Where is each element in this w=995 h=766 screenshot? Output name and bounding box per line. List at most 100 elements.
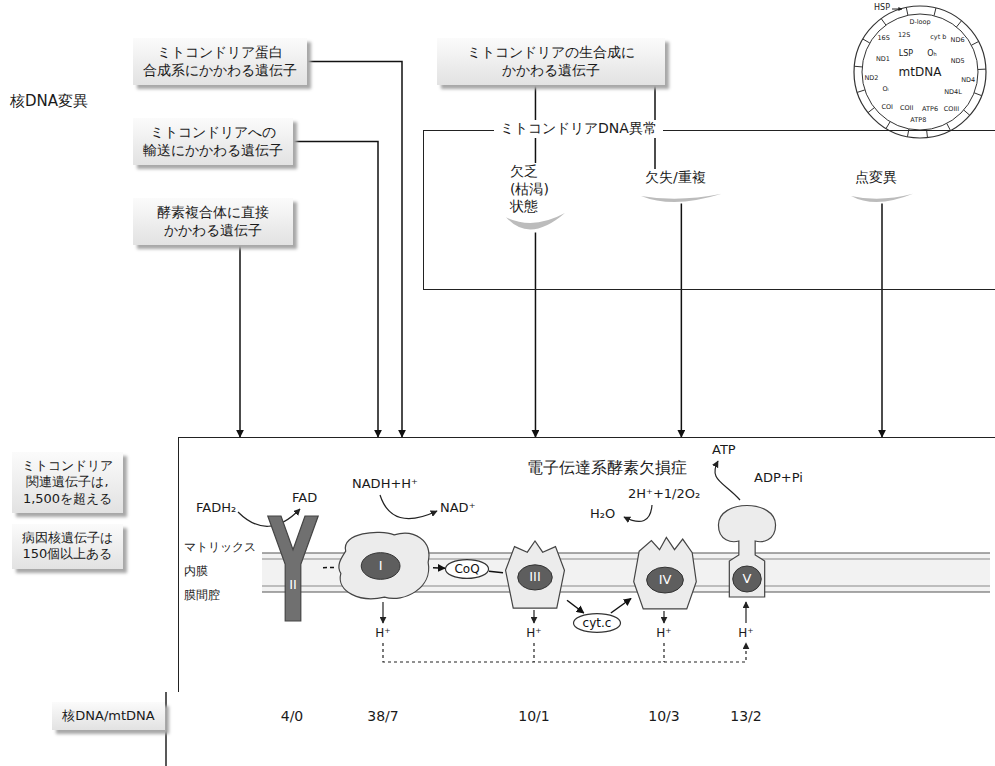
abnormality-type: 欠失/重複 [641, 169, 722, 204]
gene-label: ND5 [951, 58, 965, 66]
gene-label: Oₗ [882, 86, 888, 94]
molecule-label: NADH+H⁺ [352, 476, 418, 492]
proton-label: H⁺ [738, 626, 753, 640]
complex-label: III [529, 569, 541, 585]
complex-label: CoQ [454, 562, 479, 577]
proton-arrow [382, 602, 383, 623]
axis-label-box: 核DNA/mtDNA [52, 702, 165, 730]
proton-arrow [745, 602, 746, 623]
gene-count: 38/7 [367, 708, 398, 725]
complex-label: II [289, 577, 297, 593]
enzyme-complex: IV [631, 536, 699, 612]
complex-outline [336, 529, 433, 603]
membrane-region-label: マトリックス [184, 540, 256, 554]
mtdna-ring [862, 14, 978, 130]
abnormality-type: 点変異 [851, 169, 913, 204]
connector [433, 567, 445, 569]
gene-label: ND4 [961, 77, 975, 85]
swoosh-stroke [851, 194, 913, 202]
box-text: 病因核遺伝子は 150個以上ある [22, 530, 113, 563]
gene-label: ATP6 [922, 106, 938, 114]
box-text: ミトコンドリア蛋白 合成系にかかわる遺伝子 [143, 44, 297, 79]
proton-label: H⁺ [375, 626, 390, 640]
promoter-label: HSP [874, 3, 890, 13]
gene-boundary [957, 21, 962, 27]
proton-return [383, 643, 746, 662]
gene-boundaries [854, 7, 986, 137]
molecule-label: 2H⁺+1/2O₂ [628, 486, 700, 502]
box-text: 酵素複合体に直接 かかわる遺伝子 [157, 204, 269, 239]
enzyme-complex: V [713, 501, 781, 601]
molecule-label: ATP [712, 442, 736, 458]
box-text: ミトコンドリア 関連遺伝子は, 1,500を超える [22, 458, 113, 507]
connector [881, 204, 883, 438]
gene-label: ND1 [876, 56, 890, 64]
molecule-label: NAD⁺ [440, 500, 476, 516]
proton-label: H⁺ [656, 626, 671, 640]
membrane-region-label: 内膜 [184, 564, 208, 578]
gene-boundary [934, 8, 936, 16]
frame-title: ミトコンドリアDNA異常 [494, 120, 663, 138]
note-box: 病因核遺伝子は 150個以上ある [12, 524, 123, 569]
gene-label: COII [900, 105, 914, 113]
gene-boundary [971, 42, 978, 46]
origin-label: Oₕ [927, 49, 937, 59]
note-box: ミトコンドリア 関連遺伝子は, 1,500を超える [12, 452, 123, 513]
gene-label: COIII [944, 106, 959, 114]
abnormality-type: 欠乏(枯渇) 状態 [506, 163, 565, 233]
box-text: 欠失/重複 [645, 169, 706, 187]
connector [239, 245, 241, 437]
gene-label: ATP8 [910, 117, 926, 125]
molecule-label: FAD [292, 490, 317, 506]
complex-label: I [379, 558, 383, 574]
gene-boundary [906, 7, 908, 15]
complex-body [634, 538, 697, 609]
proton-return [663, 643, 664, 662]
complex-outline [713, 501, 781, 601]
gene-boundary [881, 19, 886, 25]
gene-label: COI [881, 105, 893, 113]
proton-arrow [663, 611, 664, 623]
complex-core [647, 567, 684, 593]
enzyme-complex: II [263, 516, 323, 621]
heading-label: 核DNA変異 [10, 92, 88, 110]
box-text: 点変異 [855, 169, 897, 187]
promoter-label: LSP [899, 49, 913, 59]
complex-body [339, 532, 429, 598]
genome-label: mtDNA [899, 65, 942, 79]
connector [567, 600, 584, 613]
enzyme-complex: I [336, 529, 433, 603]
molecule-label: FADH₂ [196, 500, 236, 516]
swoosh-stroke [506, 213, 565, 229]
enzyme-complex: III [503, 541, 567, 611]
gene-boundary [978, 69, 986, 70]
gene-category-box: ミトコンドリアへの 輸送にかかわる遺伝子 [133, 118, 293, 165]
connector [323, 567, 336, 569]
connector [681, 204, 683, 438]
hsp-arrow [892, 9, 902, 10]
gene-label: 16S [877, 35, 889, 43]
gene-label: 12S [898, 32, 910, 40]
gene-category-box: ミトコンドリア蛋白 合成系にかかわる遺伝子 [133, 38, 307, 85]
complex-core [733, 566, 762, 592]
abnormality-frame: ミトコンドリアDNA異常欠乏(枯渇) 状態欠失/重複点変異 [423, 130, 995, 290]
membrane-region-label: 膜間腔 [184, 588, 220, 602]
mtdna-ring [854, 6, 986, 138]
complex-label: V [743, 571, 752, 587]
gene-label: ND4L [944, 89, 962, 97]
gene-boundary [964, 110, 970, 115]
disease-frame: 電子伝達系酵素欠損症IIICoQIIIcyt.cIVV [178, 437, 995, 692]
gene-label: D-loop [909, 19, 930, 27]
complex-outline [263, 516, 323, 621]
complex-label: cyt.c [583, 616, 612, 631]
gene-boundary [863, 39, 870, 43]
connectors [240, 62, 882, 614]
molecule-label: H₂O [590, 506, 615, 522]
connector [535, 233, 537, 438]
gene-category-box: 酵素複合体に直接 かかわる遺伝子 [133, 198, 293, 245]
complex-body [718, 506, 775, 598]
electron-carrier: cyt.c [573, 613, 621, 633]
connector [611, 599, 631, 614]
